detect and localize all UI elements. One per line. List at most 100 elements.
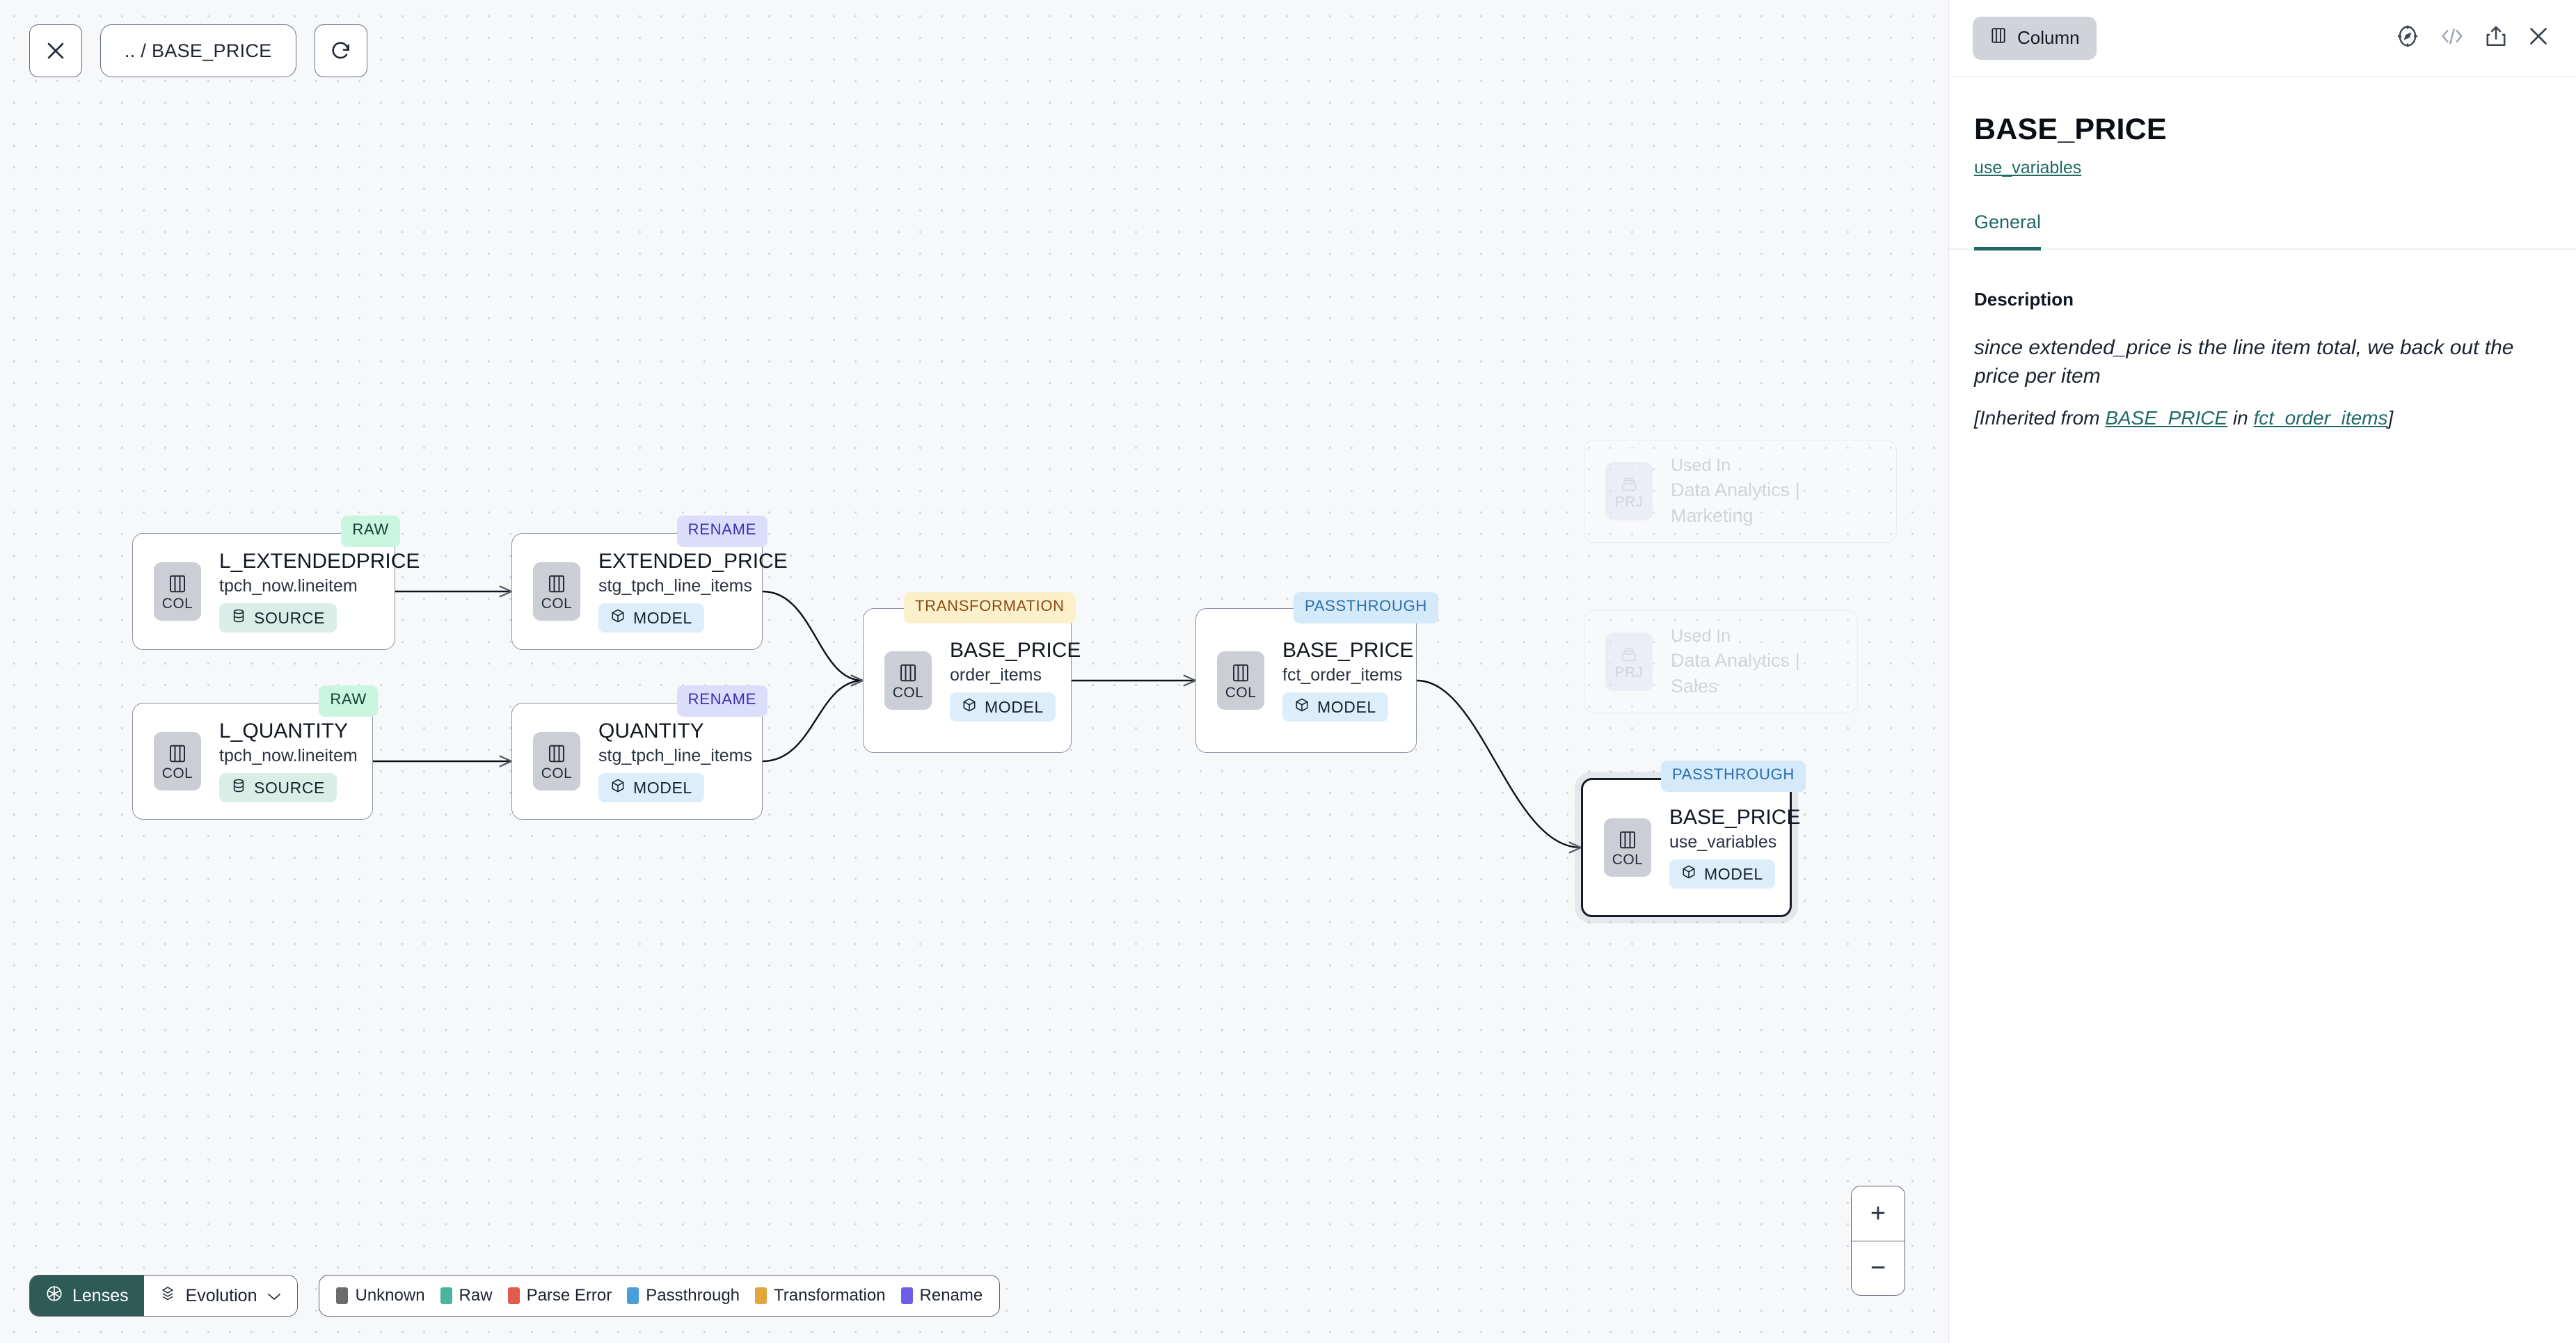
edge-fct-to-use [1417,681,1581,848]
legend-swatch [440,1287,452,1304]
graph-node-base-price-order-items[interactable]: TRANSFORMATION COL BASE_PRICE order_item… [863,608,1072,753]
node-subtitle: tpch_now.lineitem [219,747,358,765]
column-icon-label: COL [1225,685,1256,700]
cube-icon [1294,697,1310,717]
share-icon[interactable] [2484,24,2508,52]
cube-icon [610,778,626,797]
legend-swatch [901,1287,913,1304]
details-panel: Column [1948,0,2576,1343]
node-badge-label: MODEL [1704,865,1763,884]
graph-node-extended-price[interactable]: RENAME COL EXTENDED_PRICE stg_tpch_line_… [511,533,763,650]
node-tag-label: RENAME [688,520,756,538]
column-icon [1989,26,2007,50]
column-icon: COL [1217,651,1264,710]
column-icon: COL [884,651,932,710]
column-icon-label: COL [162,596,193,611]
node-body: BASE_PRICE fct_order_items MODEL [1282,639,1413,722]
used-in-label: Used In [1671,454,1875,478]
graph-node-l-extendedprice[interactable]: RAW COL L_EXTENDEDPRICE tpch_now.lineite… [132,533,395,650]
parent-model-link[interactable]: use_variables [1974,158,2551,178]
layers-icon [159,1285,176,1308]
node-tag-label: PASSTHROUGH [1305,597,1427,614]
database-icon [231,778,246,797]
project-icon: PRJ [1605,633,1653,691]
used-in-card-marketing[interactable]: PRJ Used In Data Analytics | Marketing [1584,440,1897,543]
graph-node-quantity[interactable]: RENAME COL QUANTITY stg_tpch_line_items [511,703,763,820]
evolution-dropdown[interactable]: Evolution [144,1276,298,1316]
used-in-label: Used In [1671,625,1836,649]
lenses-button[interactable]: Lenses [30,1276,144,1316]
code-icon[interactable] [2438,25,2466,51]
legend-item[interactable]: Passthrough [627,1286,740,1305]
node-badge-model: MODEL [598,773,704,802]
node-subtitle: use_variables [1669,833,1800,851]
panel-tabs: General [1949,212,2576,250]
page-title: BASE_PRICE [1949,77,2576,147]
node-body: L_EXTENDEDPRICE tpch_now.lineitem SOURCE [219,550,420,633]
node-tag-label: TRANSFORMATION [915,597,1065,614]
legend-label: Unknown [355,1286,424,1305]
lenses-label: Lenses [72,1286,129,1306]
node-badge-label: SOURCE [254,779,325,797]
node-title: L_QUANTITY [219,720,358,742]
node-body: L_QUANTITY tpch_now.lineitem SOURCE [219,720,358,803]
lenses-group: Lenses Evolution [29,1275,298,1317]
legend-item[interactable]: Unknown [336,1286,424,1305]
project-icon-label: PRJ [1615,665,1644,680]
node-tag-raw: RAW [341,516,400,547]
evolution-label: Evolution [186,1286,257,1306]
column-icon: COL [1604,818,1651,877]
graph-node-l-quantity[interactable]: RAW COL L_QUANTITY tpch_now.lineitem [132,703,373,820]
compass-icon[interactable] [2395,24,2420,52]
aperture-icon [45,1285,63,1308]
refresh-button[interactable] [315,24,367,77]
node-badge-model: MODEL [598,603,704,633]
node-badge-label: MODEL [633,779,692,797]
column-icon-label: COL [541,766,572,781]
legend-item[interactable]: Raw [440,1286,493,1305]
legend-item[interactable]: Rename [901,1286,983,1305]
graph-node-base-price-use-variables[interactable]: PASSTHROUGH COL BASE_PRICE use_variables [1581,778,1792,917]
inherited-column-link[interactable]: BASE_PRICE [2105,407,2227,429]
node-body: BASE_PRICE order_items MODEL [950,639,1081,722]
node-badge-model: MODEL [950,692,1056,722]
close-icon [44,39,67,63]
node-subtitle: order_items [950,666,1081,684]
refresh-icon [330,40,352,62]
inherited-suffix: ] [2388,407,2394,429]
node-title: BASE_PRICE [1669,806,1800,829]
inherited-model-link[interactable]: fct_order_items [2254,407,2388,429]
legend-item[interactable]: Parse Error [508,1286,612,1305]
legend-item[interactable]: Transformation [755,1286,886,1305]
panel-header-actions [2395,24,2551,52]
close-icon[interactable] [2526,24,2551,52]
node-badge-source: SOURCE [219,773,337,802]
node-badge-label: MODEL [985,698,1044,717]
used-in-card-sales[interactable]: PRJ Used In Data Analytics | Sales [1584,610,1858,713]
used-in-name: Data Analytics | Sales [1671,648,1836,699]
legend-label: Raw [459,1286,493,1305]
cube-icon [610,608,626,628]
node-tag-label: PASSTHROUGH [1672,765,1795,783]
node-title: QUANTITY [598,720,752,742]
breadcrumb-label: .. / BASE_PRICE [125,40,272,62]
inherited-prefix: [Inherited from [1974,407,2105,429]
lineage-legend: Unknown Raw Parse Error Passthrough Tran… [319,1275,1000,1317]
column-icon: COL [533,732,580,790]
chevron-down-icon [267,1286,282,1306]
legend-label: Transformation [774,1286,886,1305]
zoom-in-button[interactable]: + [1852,1186,1905,1241]
zoom-out-button[interactable]: − [1852,1241,1905,1295]
legend-label: Passthrough [646,1286,740,1305]
lineage-canvas[interactable]: .. / BASE_PRICE RAW [0,0,1948,1343]
entity-kind-chip[interactable]: Column [1973,17,2097,60]
column-icon: COL [533,562,580,621]
tab-general[interactable]: General [1974,212,2041,251]
canvas-bottom-toolbar: Lenses Evolution [29,1275,1000,1317]
breadcrumb[interactable]: .. / BASE_PRICE [100,24,296,77]
details-panel-header: Column [1949,0,2576,77]
node-tag-label: RENAME [688,690,756,708]
column-icon-label: COL [1612,852,1643,867]
graph-node-base-price-fct-order-items[interactable]: PASSTHROUGH COL BASE_PRICE fct_order_ite… [1195,608,1417,753]
close-button[interactable] [29,24,82,77]
